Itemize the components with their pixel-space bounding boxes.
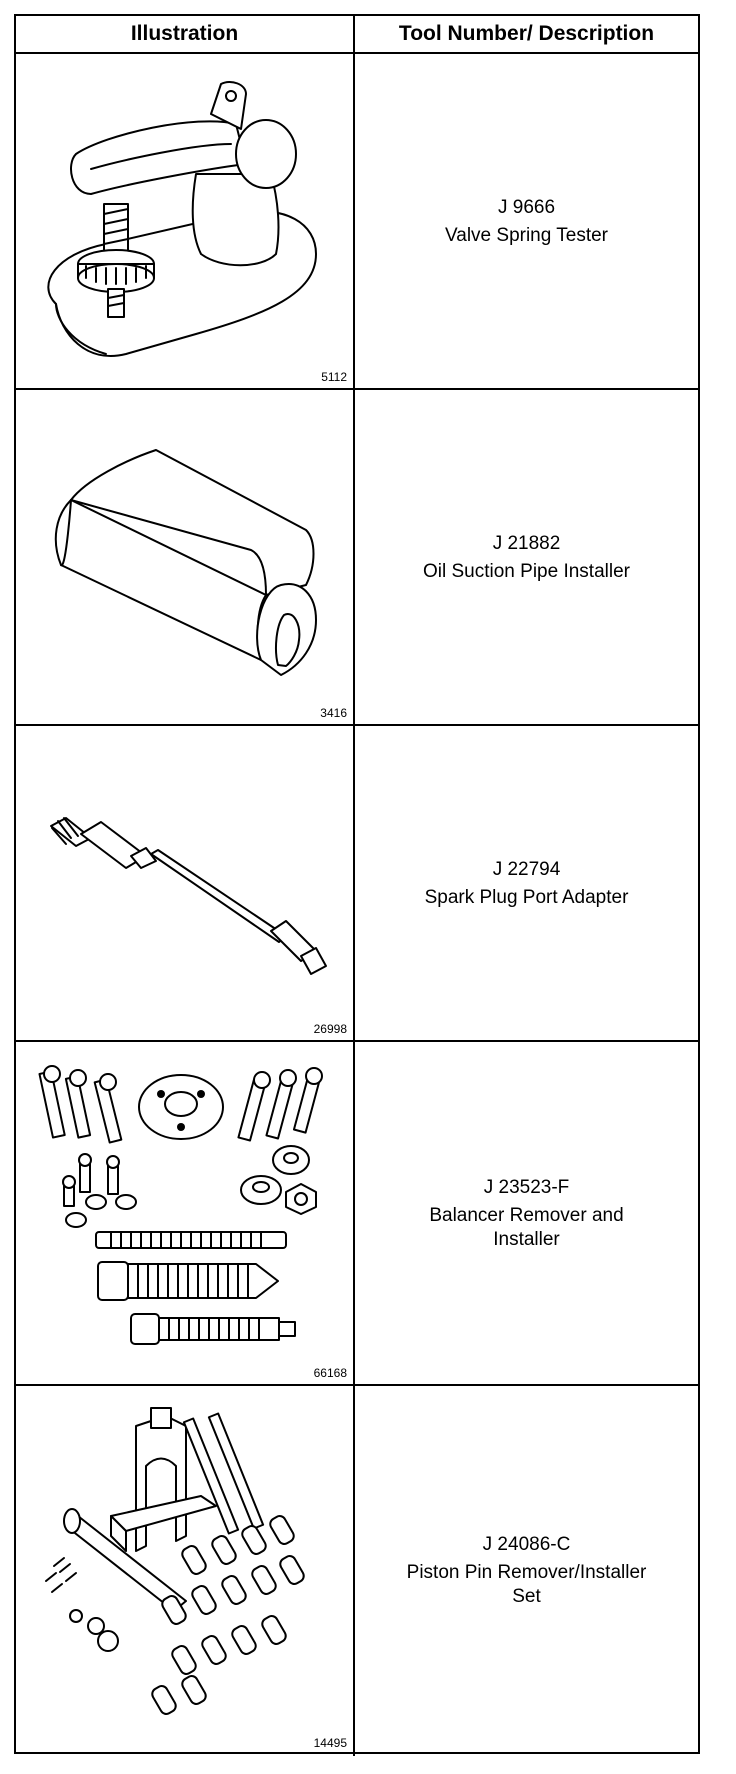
illustration-cell: 5112 xyxy=(16,54,355,390)
header-illustration: Illustration xyxy=(16,16,355,52)
tool-description-line-1: Balancer Remover and Installer xyxy=(429,1205,624,1250)
illustration-cell: 3416 xyxy=(16,390,355,726)
description-cell: J 22794 Spark Plug Port Adapter xyxy=(355,726,698,1042)
table-row: 26998 J 22794 Spark Plug Port Adapter xyxy=(16,724,698,1042)
header-description: Tool Number/ Description xyxy=(398,22,655,45)
figure-number: 26998 xyxy=(313,1022,347,1036)
figure-number: 5112 xyxy=(321,370,347,384)
figure-number: 66168 xyxy=(313,1366,347,1380)
figure-number: 3416 xyxy=(320,706,347,720)
figure-number: 14495 xyxy=(313,1736,347,1750)
balancer-remover-installer-illustration xyxy=(38,1065,323,1345)
illustration-cell: 14495 xyxy=(16,1386,355,1756)
description-cell: J 24086-C Piston Pin Remover/Installer S… xyxy=(355,1386,698,1756)
tool-number: J 21882 xyxy=(492,533,561,554)
table-row: 3416 J 21882 Oil Suction Pipe Installer xyxy=(16,388,698,726)
tool-description: Valve Spring Tester xyxy=(445,225,608,246)
description-cell: J 9666 Valve Spring Tester xyxy=(355,54,698,390)
piston-pin-remover-installer-illustration xyxy=(45,1407,305,1715)
tool-number: J 22794 xyxy=(492,859,561,880)
description-cell: J 21882 Oil Suction Pipe Installer xyxy=(355,390,698,726)
spark-plug-port-adapter-illustration xyxy=(50,817,327,975)
table-row: 66168 J 23523-F Balancer Remover and Ins… xyxy=(16,1040,698,1386)
tool-number: J 23523-F xyxy=(483,1177,570,1198)
table-header: Illustration Tool Number/ Description xyxy=(16,16,698,52)
tool-description: Oil Suction Pipe Installer xyxy=(423,561,630,582)
tool-description: Spark Plug Port Adapter xyxy=(424,887,629,908)
tools-table: Illustration Tool Number/ Description xyxy=(14,14,700,1756)
valve-spring-tester-illustration xyxy=(47,81,317,357)
description-cell: J 23523-F Balancer Remover and Installer xyxy=(355,1042,698,1386)
illustration-cell: 26998 xyxy=(16,726,355,1042)
tool-number: J 24086-C xyxy=(482,1534,571,1555)
table-row: 5112 J 9666 Valve Spring Tester xyxy=(16,52,698,390)
tool-number: J 9666 xyxy=(497,197,556,218)
table-row: 14495 J 24086-C Piston Pin Remover/Insta… xyxy=(16,1384,698,1756)
oil-suction-pipe-installer-illustration xyxy=(54,449,317,676)
tool-description: Piston Pin Remover/Installer Set xyxy=(406,1562,647,1607)
illustration-cell: 66168 xyxy=(16,1042,355,1386)
